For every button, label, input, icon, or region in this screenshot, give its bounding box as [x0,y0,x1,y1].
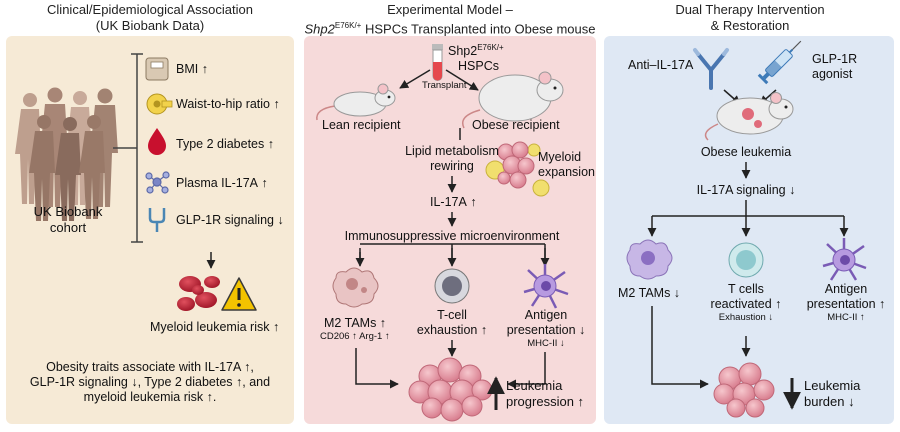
blood-drop-icon [148,128,166,155]
panel2-header-gene: Shp2 [304,21,335,37]
antigen-label: Antigen presentation MHC-II ↓ [500,308,592,349]
obese-leukemia-label: Obese leukemia [700,145,792,159]
antigen-presenting-cell-icon [523,264,569,309]
lipid-line2: rewiring [430,159,474,173]
warning-icon [221,277,257,311]
antigen3-marker: MHC-II ↑ [827,312,865,323]
tcell3-line2: reactivated [700,297,792,312]
macrophage-icon-therapy [626,239,673,280]
m2-tams-label: M2 TAMs [324,316,386,331]
tube-label: Shp2E76K/+ HSPCs [448,40,504,74]
receptor-icon [148,208,166,232]
antibody-icon [693,48,729,90]
molecule-icon [145,171,170,194]
antigen-line2: presentation [500,323,592,338]
panel2-header-sup: E76K/+ [334,21,362,30]
lean-recipient-label: Lean recipient [322,118,401,132]
macrophage-icon [332,267,379,308]
panel1-summary: Obesity traits associate with IL-17A ↑, … [10,360,290,405]
myeloid-line1: Myeloid [538,150,582,164]
summary-line3: myeloid leukemia risk ↑. [83,390,217,404]
antigen3-line2: presentation [800,297,892,312]
syringe-icon [757,40,802,85]
tcells-reactivated-label: T cells reactivated Exhaustion ↓ [700,282,792,323]
panel2-header: Experimental Model – Shp2E76K/+ HSPCs Tr… [300,2,600,37]
burden-line1: Leukemia [804,378,861,393]
tube-sup: E76K/+ [477,43,504,52]
leuk-line2: progression [506,394,584,410]
obese-recipient-label: Obese recipient [472,118,560,132]
panel1-header-line1: Clinical/Epidemiological Association [47,2,253,17]
trait-waist-hip: Waist-to-hip ratio [176,97,280,112]
tube-hspcs: HSPCs [458,59,499,74]
panel1-header: Clinical/Epidemiological Association (UK… [0,2,300,34]
cohort-line1: UK Biobank [33,204,103,219]
cohort-line2: cohort [49,220,87,235]
people-silhouettes-icon [15,87,118,221]
myeloid-line2: expansion [538,165,595,179]
glp-line1: GLP-1R [812,52,858,66]
panel3-header: Dual Therapy Intervention & Restoration [600,2,900,34]
glp1r-agonist-label: GLP-1R agonist [812,52,857,82]
summary-line2: GLP-1R signaling ↓, Type 2 diabetes ↑, a… [29,375,271,389]
tape-measure-icon [146,93,173,115]
trait-bmi: BMI [176,62,208,77]
panel2-header-rest: HSPCs Transplanted into Obese mouse [361,21,596,37]
myeloid-label: Myeloid expansion [538,150,595,180]
il17a-label: IL-17A [430,195,477,210]
transplant-label: Transplant [422,80,467,91]
trait-diabetes: Type 2 diabetes [176,137,274,152]
tcell3-marker: Exhaustion ↓ [718,312,774,323]
cohort-label: UK Biobank cohort [30,204,106,236]
leukemia-burden-label: Leukemia burden [804,378,860,410]
test-tube-icon [432,44,443,81]
panel3-header-line2: & Restoration [710,18,790,33]
immunosuppressive-label: Immunosuppressive microenvironment [344,229,560,243]
leukemia-progression-label: Leukemia progression [506,378,584,410]
t-cell-icon [434,268,470,304]
antigen3-line1: Antigen [824,282,868,296]
panel3-header-line1: Dual Therapy Intervention [675,2,825,17]
lean-mouse-icon [316,83,396,121]
burden-line2: burden [804,394,860,410]
tube-gene: Shp2 [448,44,478,59]
antigen-marker: MHC-II ↓ [527,338,565,349]
obese-leukemia-mouse-icon [704,92,794,141]
trait-glp1r: GLP-1R signaling [176,213,284,228]
leukemia-cluster-icon-therapy [713,362,775,418]
panel1-header-line2: (UK Biobank Data) [95,18,205,33]
myeloid-risk-label: Myeloid leukemia risk [150,320,279,335]
tcell-exhaustion-label: T-cell exhaustion [414,308,490,338]
red-blood-cells-icon [177,276,220,311]
anti-il17a-label: Anti–IL-17A [628,58,694,72]
lipid-label: Lipid metabolism rewiring [396,144,508,174]
t-cell-icon-therapy [728,242,764,278]
antigen-presenting-cell-icon-therapy [822,238,867,281]
tcell-line1: T-cell [437,308,467,322]
il17a-signaling-label: IL-17A signaling [680,183,812,198]
antigen-line1: Antigen [524,308,568,322]
antigen-therapy-label: Antigen presentation MHC-II ↑ [800,282,892,323]
leukemia-cluster-icon [408,357,493,422]
scale-icon [145,57,169,81]
tcell3-line1: T cells [728,282,764,296]
tcell-line2: exhaustion [414,323,490,338]
m2-markers-label: CD206 ↑ Arg-1 ↑ [320,331,390,342]
obese-mouse-icon [462,71,564,129]
summary-line1: Obesity traits associate with IL-17A ↑, [46,360,254,374]
trait-il17a: Plasma IL-17A [176,176,268,191]
lipid-line1: Lipid metabolism [405,144,499,158]
panel2-header-line2: Shp2E76K/+ HSPCs Transplanted into Obese… [300,18,600,37]
panel2-header-line1: Experimental Model – [387,2,513,17]
m2-tams-therapy-label: M2 TAMs [618,286,680,301]
glp-line2: agonist [812,67,853,81]
leuk-line1: Leukemia [506,378,563,393]
myeloid-cluster-icon [485,141,550,197]
